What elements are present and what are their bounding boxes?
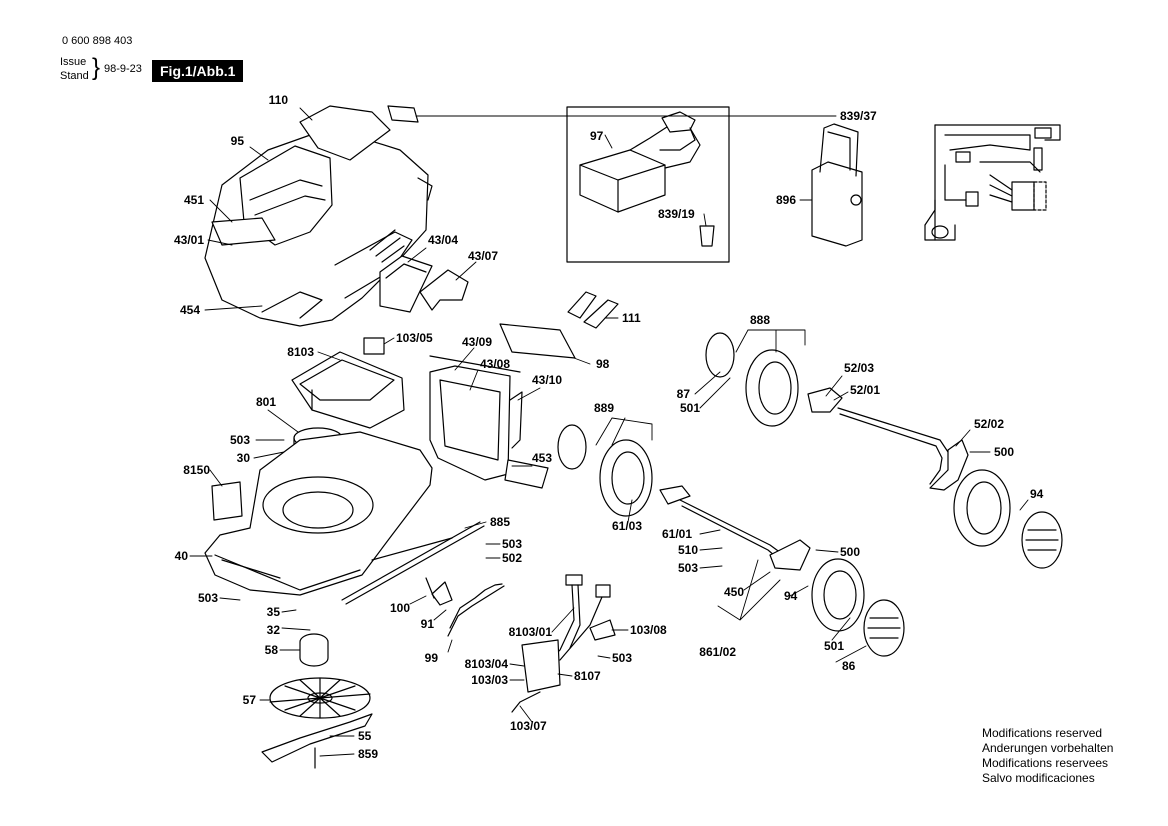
clips-and-label-drawing [499,291,619,359]
part-label: 450 [724,585,744,599]
part-label: 859 [358,747,378,761]
part-label: 57 [243,693,257,707]
part-label: 86 [842,659,856,673]
part-label: 503 [502,537,522,551]
part-label: 61/03 [612,519,642,533]
part-label: 61/01 [662,527,692,541]
part-label: 839/37 [840,109,877,123]
rear-flap-drawing [429,355,549,489]
part-label: 500 [840,545,860,559]
part-label: 52/01 [850,383,880,397]
part-label: 103/05 [396,331,433,345]
part-label: 43/07 [468,249,498,263]
part-label: 58 [265,643,279,657]
part-label: 43/08 [480,357,510,371]
part-label: 103/03 [471,673,508,687]
part-label: 111 [622,311,641,325]
note-line: Modifications reserved [982,726,1103,740]
part-label: 94 [784,589,798,603]
part-label: 501 [680,401,700,415]
part-label: 861/02 [699,645,736,659]
part-label: 896 [776,193,796,207]
part-label: 98 [596,357,610,371]
part-label: 503 [230,433,250,447]
part-label: 103/08 [630,623,667,637]
part-label: 885 [490,515,510,529]
issue-label: Issue [60,56,87,68]
part-label: 99 [425,651,439,665]
part-label: 510 [678,543,698,557]
part-label: 8107 [574,669,601,683]
part-label: 52/03 [844,361,874,375]
part-label: 30 [237,451,251,465]
part-label: 503 [678,561,698,575]
figure-badge: Fig.1/Abb.1 [152,60,244,82]
part-label: 502 [502,551,522,565]
charger-box-drawing [566,106,730,263]
part-labels: 110 839/37 95 451 43/01 43/04 43/07 454 … [174,93,1044,761]
part-label: 94 [1030,487,1044,501]
deck-drawing [204,431,433,596]
part-label: 889 [594,401,614,415]
part-label: 8103 [287,345,314,359]
stand-label: Stand [60,70,89,82]
part-label: 43/04 [428,233,458,247]
battery-drawing [811,123,863,247]
part-label: 801 [256,395,276,409]
part-label: 8103/01 [509,625,553,639]
doc-number: 0 600 898 403 [62,35,133,47]
part-label: 8150 [183,463,210,477]
brace-icon: } [92,54,101,81]
part-label: 454 [180,303,200,317]
part-label: 503 [198,591,218,605]
part-label: 839/19 [658,207,695,221]
part-label: 87 [677,387,691,401]
front-wheel-drawing [557,424,905,657]
part-label: 35 [267,605,281,619]
part-label: 55 [358,729,372,743]
axle-and-spring-drawing [341,521,505,637]
part-label: 500 [994,445,1014,459]
part-label: 453 [532,451,552,465]
part-label: 52/02 [974,417,1004,431]
part-label: 110 [269,93,289,107]
part-label: 888 [750,313,770,327]
part-label: 43/01 [174,233,204,247]
part-label: 43/09 [462,335,492,349]
part-label: 43/10 [532,373,562,387]
rear-wheel-drawing [705,332,1063,569]
leader-lines [189,107,1029,757]
wiring-loom-drawing [511,574,616,713]
part-label: 8103/04 [465,657,509,671]
part-label: 501 [824,639,844,653]
part-label: 100 [390,601,410,615]
part-label: 95 [231,134,245,148]
motor-housing-drawing [291,337,405,429]
part-label: 40 [175,549,189,563]
note-line: Modifications reservees [982,756,1109,770]
modifications-notes: Modifications reserved Anderungen vorbeh… [982,726,1113,786]
circuit-diagram-drawing [924,124,1061,241]
part-label: 32 [267,623,281,637]
issue-date: 98-9-23 [104,63,142,75]
blade-parts-drawing [261,633,373,769]
part-label: 97 [590,129,604,143]
note-line: Salvo modificaciones [982,771,1095,785]
part-label: 451 [184,193,204,207]
part-label: 103/07 [510,719,547,733]
note-line: Anderungen vorbehalten [982,741,1114,755]
part-label: 91 [421,617,435,631]
hood-cover-drawing [204,105,433,327]
part-label: 503 [612,651,632,665]
